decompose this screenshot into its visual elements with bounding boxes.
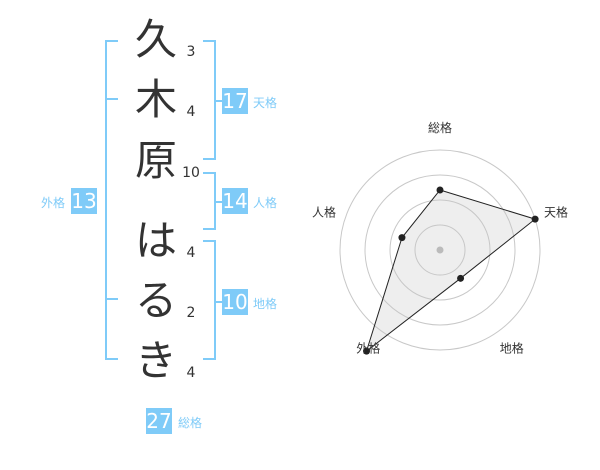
soukaku-label: 総格 bbox=[178, 416, 203, 430]
name-char-4: は bbox=[134, 216, 177, 265]
tenkaku-value: 17 bbox=[222, 88, 248, 114]
radar-axis-label-3: 地格 bbox=[500, 341, 524, 356]
radar-center-dot bbox=[436, 246, 444, 254]
radar-point-2 bbox=[531, 215, 539, 223]
name-char-2: 木 bbox=[134, 75, 177, 124]
gaikaku-bracket-mark-1 bbox=[105, 98, 118, 100]
gaikaku-bracket-line bbox=[105, 40, 107, 360]
chikaku-bracket-line bbox=[214, 240, 216, 360]
radar-ring-1 bbox=[414, 224, 466, 276]
chikaku-bracket-bottom bbox=[203, 358, 216, 360]
tenkaku-label: 天格 bbox=[253, 96, 278, 110]
name-char-1: 久 bbox=[134, 15, 177, 64]
gaikaku-value: 13 bbox=[71, 188, 97, 214]
radar-ring-3 bbox=[364, 174, 516, 326]
chikaku-label: 地格 bbox=[253, 297, 278, 311]
name-char-6: き bbox=[134, 336, 177, 385]
jinkaku-label: 人格 bbox=[253, 196, 278, 210]
radar-polygon bbox=[365, 189, 537, 353]
gaikaku-bracket-top bbox=[105, 40, 118, 42]
jinkaku-bracket-top bbox=[203, 172, 216, 174]
tenkaku-bracket-top bbox=[203, 40, 216, 42]
radar-axis-label-2: 天格 bbox=[544, 204, 568, 219]
radar-point-5 bbox=[398, 234, 406, 242]
stroke-count-3: 10 bbox=[182, 165, 200, 181]
radar-point-4 bbox=[363, 347, 371, 355]
jinkaku-bracket-tick bbox=[214, 201, 222, 203]
name-char-3: 原 bbox=[134, 136, 177, 185]
chikaku-value: 10 bbox=[222, 289, 248, 315]
gaikaku-bracket-mark-2 bbox=[105, 298, 118, 300]
radar-point-1 bbox=[436, 186, 444, 194]
stroke-count-2: 4 bbox=[186, 104, 196, 120]
stroke-count-4: 4 bbox=[186, 245, 196, 261]
name-char-5: る bbox=[134, 276, 177, 325]
radar-point-3 bbox=[457, 274, 465, 282]
gaikaku-label: 外格 bbox=[41, 196, 66, 210]
gaikaku-bracket-bottom bbox=[105, 358, 118, 360]
stroke-count-1: 3 bbox=[186, 44, 196, 60]
chikaku-bracket-top bbox=[203, 240, 216, 242]
stroke-count-5: 2 bbox=[186, 305, 196, 321]
jinkaku-bracket-bottom bbox=[203, 228, 216, 230]
tenkaku-bracket-tick bbox=[214, 100, 222, 102]
radar-ring-2 bbox=[389, 199, 491, 301]
radar-axis-label-1: 総格 bbox=[428, 120, 452, 135]
jinkaku-value: 14 bbox=[222, 188, 248, 214]
radar-ring-4 bbox=[339, 149, 541, 351]
radar-axis-label-4: 外格 bbox=[356, 341, 380, 356]
soukaku-value: 27 bbox=[146, 408, 172, 434]
radar-axis-label-5: 人格 bbox=[312, 204, 336, 219]
tenkaku-bracket-bottom bbox=[203, 158, 216, 160]
stroke-count-6: 4 bbox=[186, 365, 196, 381]
chikaku-bracket-tick bbox=[214, 301, 222, 303]
